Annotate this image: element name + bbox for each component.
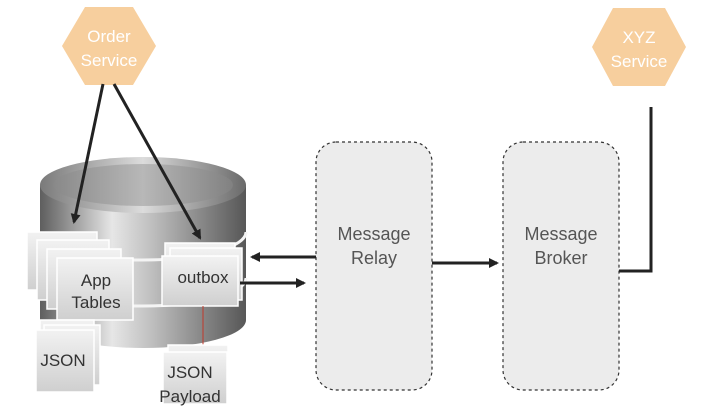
order-service-label-line1: Order <box>87 27 131 46</box>
hexagon-icon <box>592 8 686 86</box>
app-tables-label-line1: App <box>81 271 111 290</box>
outbox-label: outbox <box>177 268 229 287</box>
arrow-order-to-app-tables <box>70 83 105 224</box>
message-broker-label-line2: Broker <box>534 248 587 268</box>
json-label: JSON <box>40 351 85 370</box>
message-relay-label-line2: Relay <box>351 248 397 268</box>
app-tables-document-stack: App Tables <box>26 231 134 321</box>
json-payload-label-line1: JSON <box>167 363 212 382</box>
order-service-node: Order Service <box>62 7 156 85</box>
arrow-order-to-outbox <box>112 83 202 240</box>
xyz-service-label-line1: XYZ <box>622 28 655 47</box>
connector-broker-to-xyz-service <box>619 107 653 273</box>
message-relay-node: Message Relay <box>315 141 433 391</box>
order-service-label-line2: Service <box>81 51 138 70</box>
outbox-document-stack: outbox <box>161 242 243 307</box>
message-relay-label-line1: Message <box>337 224 410 244</box>
xyz-service-node: XYZ Service <box>592 8 686 86</box>
json-payload-label-line2: Payload <box>159 387 220 406</box>
xyz-service-label-line2: Service <box>611 52 668 71</box>
app-tables-label-line2: Tables <box>71 293 120 312</box>
message-broker-node: Message Broker <box>502 141 620 391</box>
json-payload-document-stack: JSON Payload <box>159 344 229 406</box>
message-broker-label-line1: Message <box>524 224 597 244</box>
json-document-stack: JSON <box>35 319 101 393</box>
hexagon-icon <box>62 7 156 85</box>
